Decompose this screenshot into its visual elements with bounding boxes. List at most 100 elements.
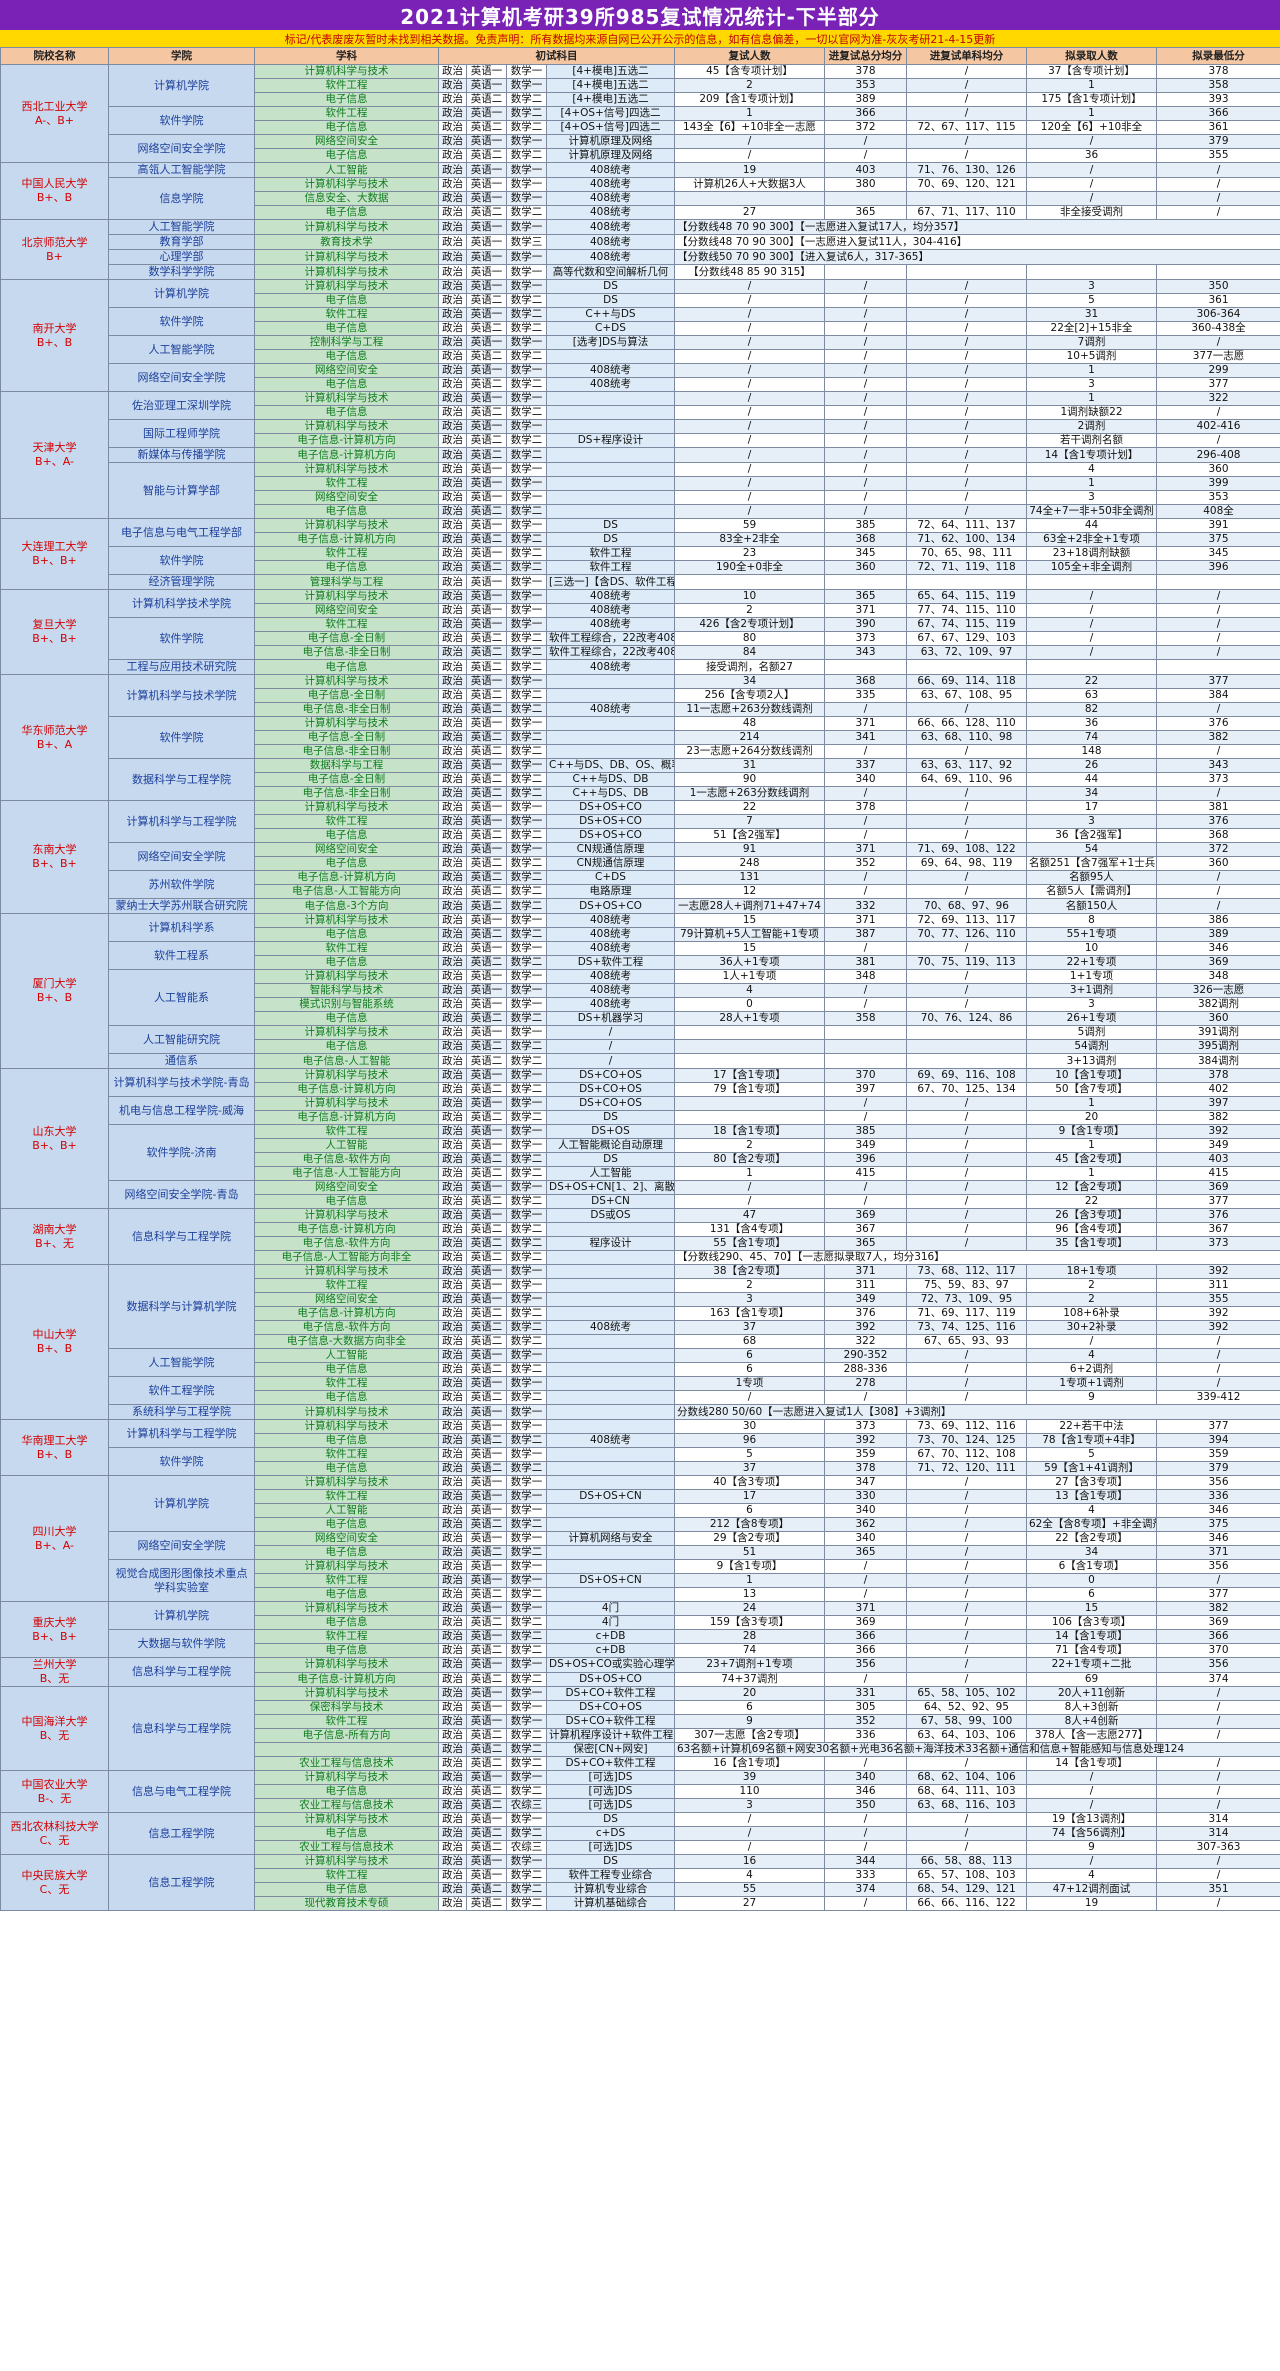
retest-count-cell: 38【含2专项】 <box>674 1264 825 1279</box>
politics-cell: 政治 <box>438 1826 467 1841</box>
admit-count-cell: 名额95人 <box>1026 870 1157 885</box>
math-cell: 数学一 <box>506 574 547 590</box>
min-score-cell: / <box>1156 1770 1280 1785</box>
school-name-cell: 南开大学 B+、B <box>0 279 109 392</box>
retest-count-cell: 51 <box>674 1545 825 1560</box>
english-cell: 英语一 <box>466 1278 507 1293</box>
college-name-cell: 软件学院 <box>108 1447 255 1476</box>
politics-cell: 政治 <box>438 674 467 689</box>
math-cell: 数学一 <box>506 1292 547 1307</box>
retest-count-cell: 1 <box>674 106 825 121</box>
retest-count-cell: 212【含8专项】 <box>674 1517 825 1532</box>
retest-count-cell: / <box>674 504 825 519</box>
admit-count-cell: 9 <box>1026 1390 1157 1405</box>
english-cell: 英语一 <box>466 617 507 632</box>
math-cell: 数学二 <box>506 730 547 745</box>
header-min-score: 拟录最低分 <box>1156 47 1280 65</box>
college-name-cell: 软件学院 <box>108 546 255 575</box>
avg-single-cell: / <box>906 405 1027 420</box>
min-score-cell: 345 <box>1156 546 1280 561</box>
admit-count-cell: 34 <box>1026 1545 1157 1560</box>
major-cell: 电子信息 <box>254 321 439 336</box>
politics-cell: 政治 <box>438 617 467 632</box>
avg-total-cell: 367 <box>824 1222 907 1237</box>
math-cell: 数学一 <box>506 1700 547 1715</box>
header-major: 学科 <box>254 47 439 65</box>
min-score-cell: 395调剂 <box>1156 1039 1280 1054</box>
professional-subject-cell: [4+模电]五选二 <box>546 64 675 79</box>
admit-count-cell: 19 <box>1026 1896 1157 1911</box>
min-score-cell: / <box>1156 884 1280 899</box>
avg-total-cell: / <box>824 983 907 998</box>
english-cell: 英语二 <box>466 405 507 420</box>
min-score-cell: / <box>1156 898 1280 914</box>
math-cell: 数学一 <box>506 1180 547 1195</box>
politics-cell: 政治 <box>438 162 467 178</box>
politics-cell: 政治 <box>438 532 467 547</box>
min-score-cell: 353 <box>1156 490 1280 505</box>
avg-single-cell: / <box>906 64 1027 79</box>
avg-total-cell: 349 <box>824 1138 907 1153</box>
math-cell: 数学一 <box>506 589 547 604</box>
avg-single-cell: / <box>906 1826 1027 1841</box>
avg-single-cell: 70、68、97、96 <box>906 898 1027 914</box>
admit-count-cell: 4 <box>1026 1868 1157 1883</box>
min-score-cell: / <box>1156 1868 1280 1883</box>
avg-single-cell: 71、69、108、122 <box>906 842 1027 857</box>
major-cell: 电子信息-计算机方向 <box>254 1082 439 1097</box>
major-cell: 电子信息-软件方向 <box>254 1320 439 1335</box>
retest-count-cell: / <box>674 419 825 434</box>
min-score-cell: 307-363 <box>1156 1840 1280 1855</box>
major-cell: 电子信息 <box>254 1362 439 1377</box>
admit-count-cell: 74全+7一非+50非全调剂 <box>1026 504 1157 519</box>
avg-total-cell: 373 <box>824 1419 907 1434</box>
retest-count-cell: 190全+0非全 <box>674 560 825 575</box>
politics-cell: 政治 <box>438 1657 467 1673</box>
major-cell: 电子信息 <box>254 1545 439 1560</box>
admit-count-cell: 3 <box>1026 997 1157 1012</box>
english-cell: 英语一 <box>466 1629 507 1644</box>
college-name-cell: 网络空间安全学院 <box>108 842 255 871</box>
major-cell: 软件工程 <box>254 106 439 121</box>
admit-count-cell: 8人+4创新 <box>1026 1714 1157 1729</box>
math-cell: 数学二 <box>506 927 547 942</box>
math-cell: 数学二 <box>506 1320 547 1335</box>
politics-cell: 政治 <box>438 249 467 265</box>
avg-total-cell: 389 <box>824 92 907 107</box>
english-cell: 英语二 <box>466 1461 507 1476</box>
english-cell: 英语一 <box>466 800 507 815</box>
college-name-cell: 信息工程学院 <box>108 1854 255 1911</box>
avg-total-cell: / <box>824 504 907 519</box>
math-cell: 数学一 <box>506 162 547 178</box>
professional-subject-cell <box>546 462 675 477</box>
politics-cell: 政治 <box>438 814 467 829</box>
retest-count-cell: / <box>674 1390 825 1405</box>
retest-count-cell: / <box>674 349 825 364</box>
retest-count-cell: 110 <box>674 1784 825 1799</box>
avg-total-cell: 371 <box>824 1601 907 1616</box>
avg-total-cell: / <box>824 1110 907 1125</box>
avg-single-cell: / <box>906 1657 1027 1673</box>
avg-single-cell: 69、64、98、119 <box>906 856 1027 871</box>
score-table: 院校名称 学院 学科 初试科目 复试人数 进复试总分均分 进复试单科均分 拟录取… <box>0 47 1280 1911</box>
retest-count-cell: 39 <box>674 1770 825 1785</box>
min-score-cell: / <box>1156 162 1280 178</box>
min-score-cell: 382 <box>1156 1110 1280 1125</box>
retest-count-cell: 74 <box>674 1643 825 1658</box>
politics-cell: 政治 <box>438 447 467 463</box>
admit-count-cell: 63全+2非全+1专项 <box>1026 532 1157 547</box>
major-cell: 计算机科学与技术 <box>254 419 439 434</box>
avg-total-cell: 335 <box>824 688 907 703</box>
avg-total-cell: 350 <box>824 1798 907 1813</box>
math-cell: 数学一 <box>506 462 547 477</box>
table-row: 数据科学与工程学院数据科学与工程政治英语一数学一C++与DS、DB、OS、概率论… <box>1 758 1280 801</box>
min-score-cell: 350 <box>1156 279 1280 294</box>
